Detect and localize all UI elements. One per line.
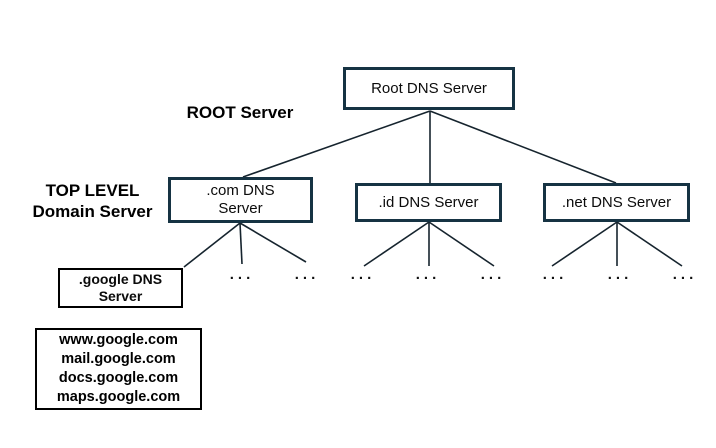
edge-root-com [242,110,431,178]
edge-id-leaf1 [363,221,430,267]
leaf-ellipsis-id-1: ... [350,266,376,283]
node-root-dns-server: Root DNS Server [343,67,515,110]
tld-tier-label: TOP LEVEL Domain Server [32,181,153,221]
edge-net-leaf3 [616,221,683,267]
subdomain-item: www.google.com [59,332,178,348]
edge-com-google [183,222,241,268]
subdomain-item: maps.google.com [56,389,181,405]
node-net-dns-server: .net DNS Server [543,183,690,222]
leaf-ellipsis-com-1: ... [229,266,255,283]
edge-id-leaf3 [428,221,495,267]
node-google-dns-server: .google DNS Server [58,268,183,308]
edge-com-leaf2 [239,222,307,263]
edge-com-leaf1 [239,222,243,265]
subdomain-item: docs.google.com [58,370,179,386]
edge-root-net [429,110,617,184]
leaf-ellipsis-id-2: ... [415,266,441,283]
leaf-ellipsis-net-2: ... [607,266,633,283]
leaf-ellipsis-net-1: ... [542,266,568,283]
leaf-ellipsis-id-3: ... [480,266,506,283]
subdomain-item: mail.google.com [61,351,176,367]
leaf-ellipsis-com-2: ... [294,266,320,283]
node-id-dns-server: .id DNS Server [355,183,502,222]
subdomain-list-box: www.google.com mail.google.com docs.goog… [35,328,202,410]
node-com-dns-server: .com DNS Server [168,177,313,223]
root-tier-label: ROOT Server [186,103,294,122]
edge-net-leaf1 [551,221,618,267]
leaf-ellipsis-net-3: ... [672,266,698,283]
